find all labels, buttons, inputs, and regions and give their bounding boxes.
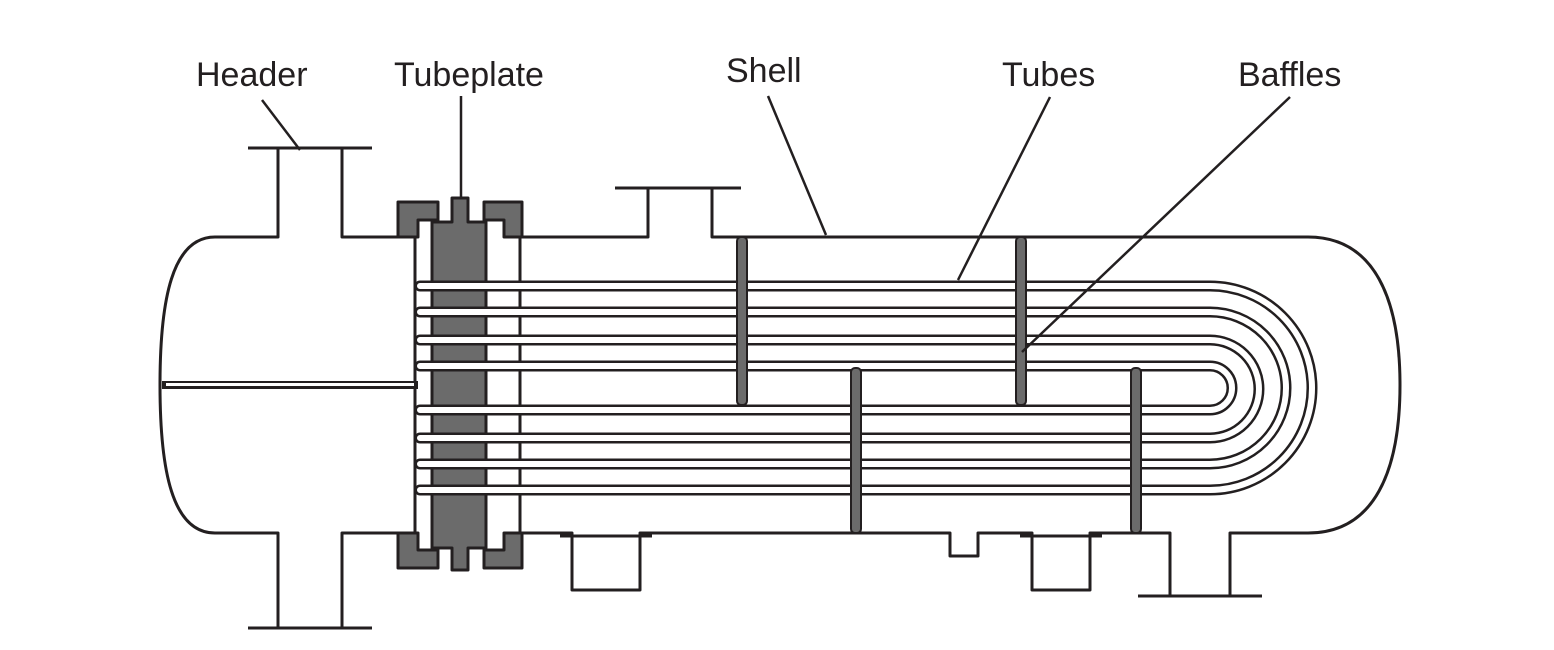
baffles	[736, 236, 1142, 534]
labels: Header Tubeplate Shell Tubes Baffles	[196, 52, 1341, 94]
u-tube-4	[417, 363, 1235, 413]
leader-lines	[261, 95, 1291, 353]
flange-lower-right	[482, 531, 524, 570]
baffle-4	[1130, 367, 1142, 534]
leader-tubes	[956, 96, 1052, 281]
label-shell: Shell	[726, 52, 802, 90]
flange-upper-right	[482, 200, 524, 239]
baffle-3	[1015, 236, 1027, 406]
flange-upper-left	[396, 200, 440, 239]
header	[158, 146, 418, 630]
label-tubes: Tubes	[1002, 56, 1095, 94]
label-baffles: Baffles	[1238, 56, 1341, 94]
tube-bundle	[414, 280, 1318, 496]
u-tube-4-outline	[414, 360, 1238, 416]
flange-lower-left	[396, 531, 440, 570]
label-tubeplate: Tubeplate	[394, 56, 544, 94]
leader-baffles	[1021, 96, 1291, 353]
u-tube-3	[417, 337, 1262, 441]
shell	[518, 186, 1402, 598]
baffle-2	[850, 367, 862, 534]
tubeplate	[430, 196, 488, 572]
leader-header	[261, 99, 301, 151]
u-tube-2	[417, 309, 1289, 467]
label-header: Header	[196, 56, 308, 94]
leader-shell	[766, 95, 828, 236]
u-tube-1	[417, 283, 1315, 493]
baffle-1	[736, 236, 748, 406]
